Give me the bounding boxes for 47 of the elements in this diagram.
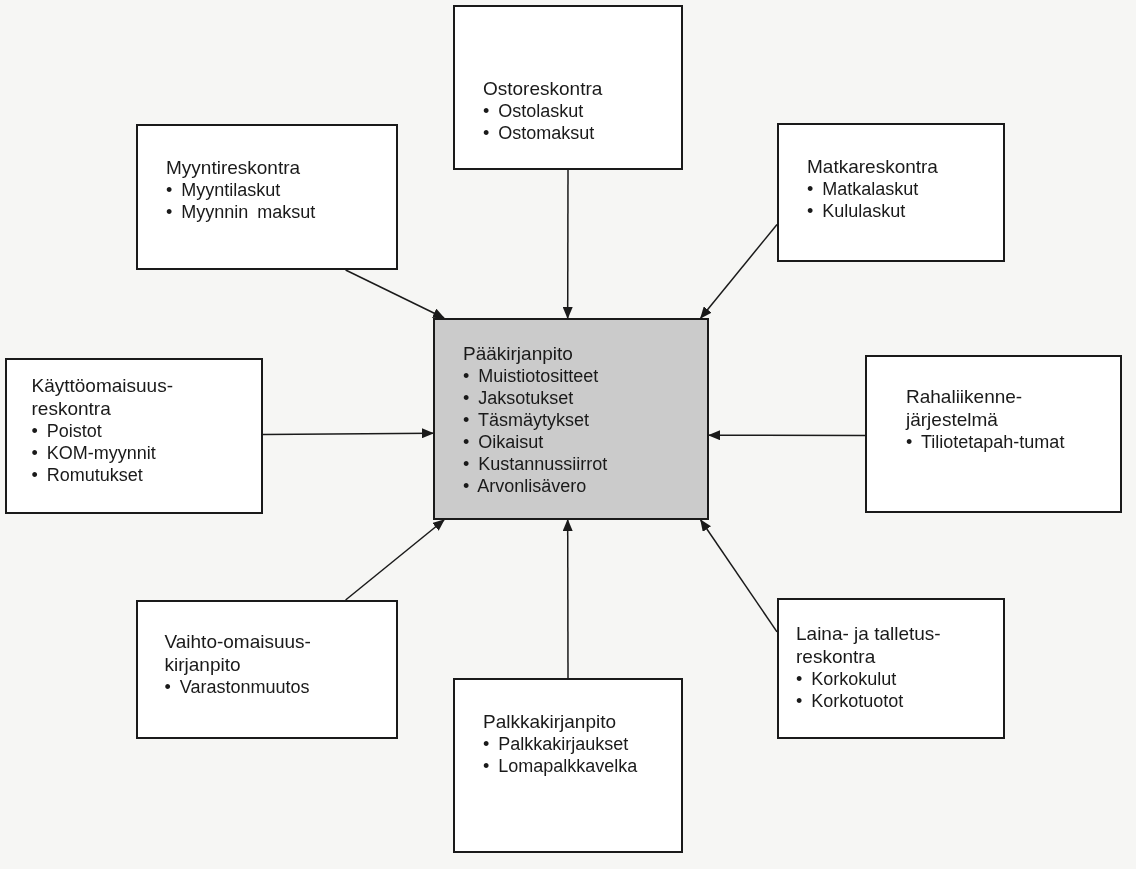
bullet-item: • Kululaskut bbox=[807, 200, 907, 222]
bullet-item: • Poistot bbox=[31, 420, 103, 442]
bullet-item: • Romutukset bbox=[31, 464, 144, 486]
box-heading: Laina- ja talletus-reskontra bbox=[796, 622, 942, 668]
process-box bbox=[453, 5, 683, 170]
bullet-item: • Ostomaksut bbox=[483, 122, 596, 144]
arrow bbox=[562, 169, 573, 319]
box-heading: Rahaliikenne-järjestelmä bbox=[906, 385, 1024, 431]
bullet-item: • Korkotuotot bbox=[796, 690, 905, 712]
box-heading: Pääkirjanpito bbox=[463, 342, 574, 365]
arrow bbox=[699, 519, 778, 633]
process-box bbox=[5, 358, 263, 514]
bullet-item: • Jaksotukset bbox=[463, 387, 575, 409]
process-box bbox=[136, 124, 398, 270]
bullet-item: • Kustannussiirrot bbox=[463, 453, 609, 475]
bullet-item: • Myyntilaskut bbox=[166, 179, 282, 201]
box-heading: Palkkakirjanpito bbox=[483, 710, 618, 733]
process-box bbox=[453, 678, 683, 853]
box-heading: Myyntireskontra bbox=[166, 156, 302, 179]
box-heading: Ostoreskontra bbox=[483, 77, 604, 100]
bullet-item: • Lomapalkkavelka bbox=[483, 755, 639, 777]
box-heading: Matkareskontra bbox=[807, 155, 939, 178]
arrow bbox=[708, 430, 866, 441]
process-box bbox=[865, 355, 1122, 513]
bullet-item: • Tiliotetapah-tumat bbox=[906, 431, 1066, 453]
process-box bbox=[136, 600, 398, 739]
arrow bbox=[562, 519, 573, 679]
box-heading: Vaihto-omaisuus-kirjanpito bbox=[164, 630, 312, 676]
bullet-item: • Palkkakirjaukset bbox=[483, 733, 630, 755]
box-heading: Käyttöomaisuus-reskontra bbox=[31, 374, 174, 420]
bullet-item: • Oikaisut bbox=[463, 431, 545, 453]
arrow bbox=[699, 223, 778, 319]
arrow bbox=[344, 519, 445, 601]
bullet-item: • Myynnin maksut bbox=[166, 201, 317, 223]
bullet-item: • Arvonlisävero bbox=[463, 475, 588, 497]
bullet-item: • Ostolaskut bbox=[483, 100, 585, 122]
arrow bbox=[262, 428, 434, 439]
bullet-item: • Matkalaskut bbox=[807, 178, 920, 200]
arrow bbox=[344, 269, 445, 319]
bullet-item: • KOM-myynnit bbox=[31, 442, 157, 464]
bullet-item: • Korkokulut bbox=[796, 668, 898, 690]
bullet-item: • Täsmäytykset bbox=[463, 409, 590, 431]
process-box bbox=[777, 598, 1005, 739]
bullet-item: • Varastonmuutos bbox=[164, 676, 311, 698]
process-box bbox=[777, 123, 1005, 262]
process-box bbox=[433, 318, 709, 520]
bullet-item: • Muistiotositteet bbox=[463, 365, 600, 387]
